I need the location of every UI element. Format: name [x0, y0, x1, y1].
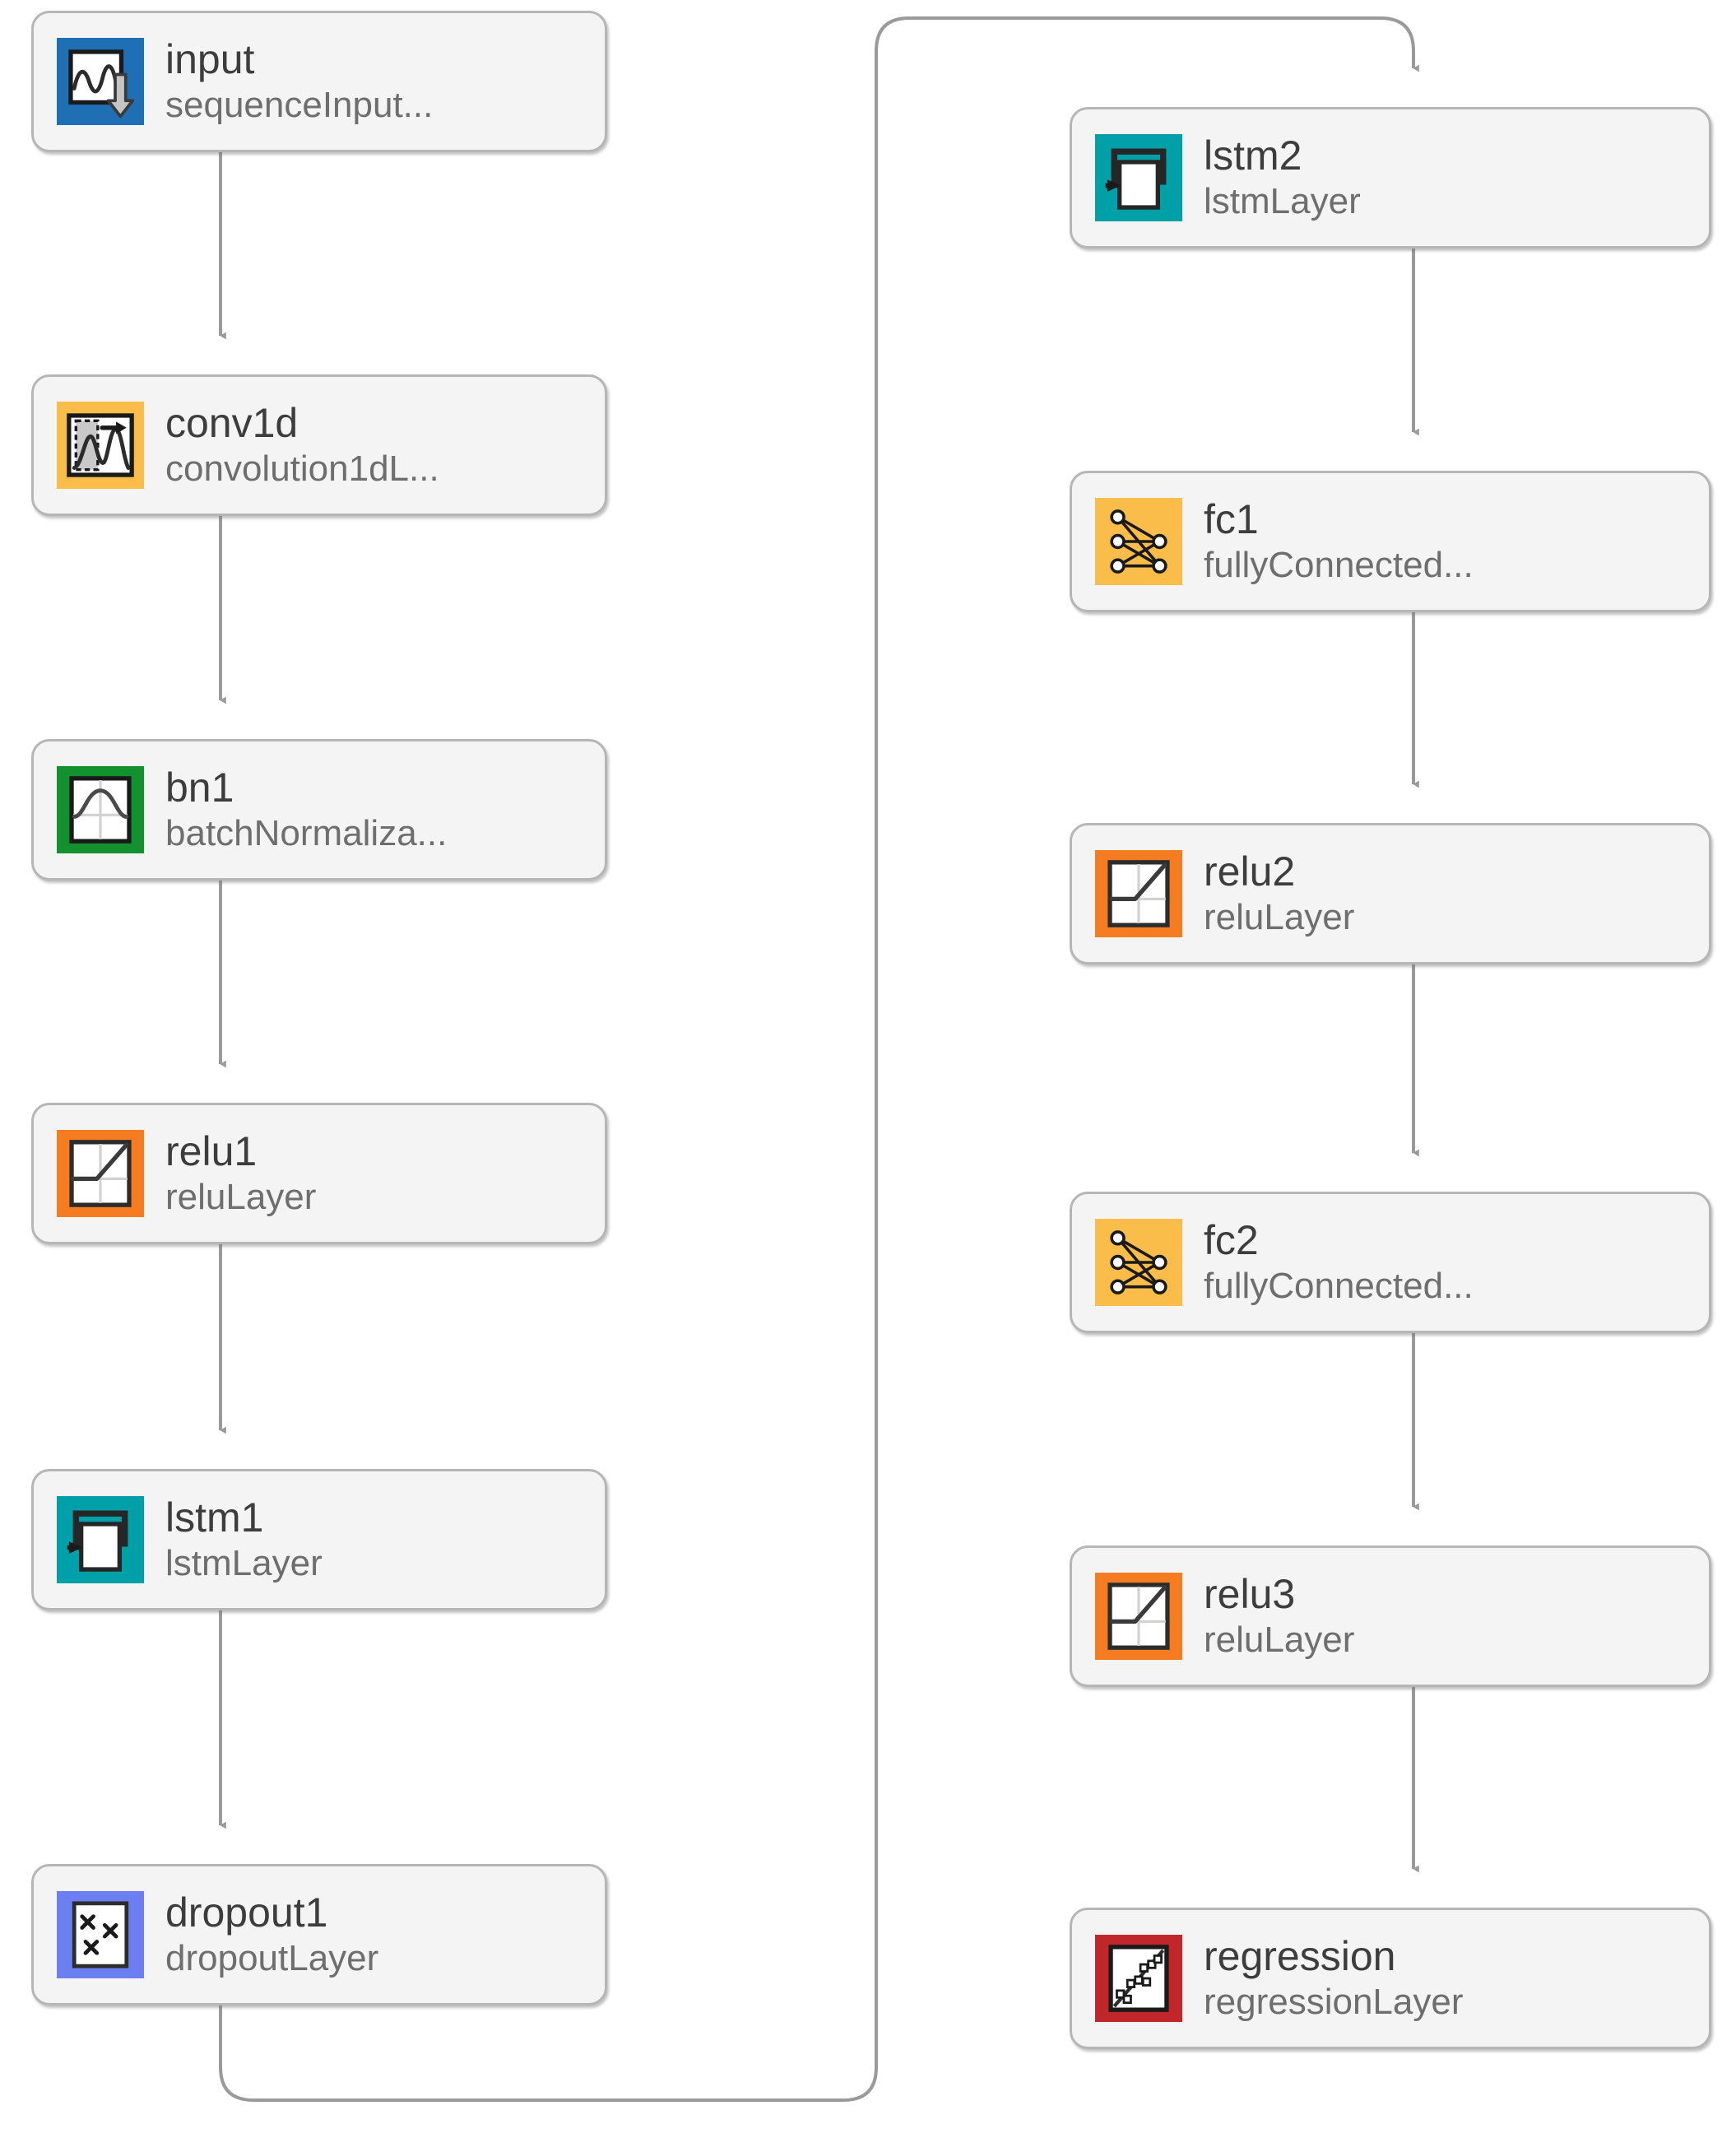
layer-node-fc1[interactable]: fc1 fullyConnected...	[1070, 471, 1711, 612]
node-title: dropout1	[165, 1890, 328, 1936]
node-subtitle: dropoutLayer	[165, 1938, 379, 1979]
fully-connected-icon	[1095, 498, 1182, 585]
node-text: bn1 batchNormaliza...	[165, 765, 447, 853]
regression-icon	[1095, 1935, 1182, 2022]
layer-node-relu2[interactable]: relu2 reluLayer	[1070, 823, 1711, 964]
node-title: lstm1	[165, 1495, 264, 1541]
edge-dropout1-lstm2	[219, 16, 1419, 2102]
node-title: relu1	[165, 1129, 258, 1175]
sequence-input-icon	[57, 38, 144, 125]
node-subtitle: batchNormaliza...	[165, 813, 448, 854]
layer-node-fc2[interactable]: fc2 fullyConnected...	[1070, 1192, 1711, 1333]
node-text: lstm2 lstmLayer	[1204, 133, 1361, 221]
node-text: relu2 reluLayer	[1204, 849, 1354, 937]
dropout-icon	[57, 1891, 144, 1978]
node-text: input sequenceInput...	[165, 37, 433, 125]
node-text: fc2 fullyConnected...	[1204, 1218, 1474, 1306]
node-subtitle: regressionLayer	[1204, 1982, 1464, 2023]
batch-normalization-icon	[57, 766, 144, 853]
layer-node-relu3[interactable]: relu3 reluLayer	[1070, 1545, 1711, 1687]
relu-icon	[57, 1130, 144, 1217]
node-subtitle: fullyConnected...	[1204, 545, 1474, 586]
node-subtitle: convolution1dL...	[165, 449, 439, 490]
fully-connected-icon	[1095, 1219, 1182, 1306]
node-title: relu2	[1204, 849, 1296, 895]
node-title: input	[165, 37, 255, 83]
layer-node-regression[interactable]: regression regressionLayer	[1070, 1908, 1711, 2049]
node-text: dropout1 dropoutLayer	[165, 1890, 378, 1978]
node-title: regression	[1204, 1934, 1396, 1980]
layer-node-relu1[interactable]: relu1 reluLayer	[31, 1103, 607, 1244]
node-subtitle: fullyConnected...	[1204, 1266, 1474, 1307]
layer-node-lstm1[interactable]: lstm1 lstmLayer	[31, 1469, 607, 1610]
node-title: lstm2	[1204, 133, 1302, 179]
node-subtitle: sequenceInput...	[165, 85, 434, 126]
node-title: fc2	[1204, 1218, 1259, 1264]
node-subtitle: reluLayer	[1204, 1620, 1355, 1661]
node-title: bn1	[165, 765, 234, 811]
node-subtitle: lstmLayer	[165, 1543, 323, 1584]
layer-node-bn1[interactable]: bn1 batchNormaliza...	[31, 739, 607, 881]
node-title: conv1d	[165, 401, 299, 447]
layer-node-input[interactable]: input sequenceInput...	[31, 11, 607, 152]
node-text: relu3 reluLayer	[1204, 1572, 1354, 1660]
layer-node-conv1d[interactable]: conv1d convolution1dL...	[31, 374, 607, 516]
relu-icon	[1095, 1573, 1182, 1660]
node-title: relu3	[1204, 1572, 1296, 1618]
node-text: conv1d convolution1dL...	[165, 401, 439, 489]
node-text: fc1 fullyConnected...	[1204, 497, 1474, 585]
lstm-icon	[57, 1496, 144, 1583]
layer-node-lstm2[interactable]: lstm2 lstmLayer	[1070, 107, 1711, 249]
relu-icon	[1095, 850, 1182, 937]
node-title: fc1	[1204, 497, 1259, 543]
node-text: regression regressionLayer	[1204, 1934, 1464, 2022]
node-subtitle: lstmLayer	[1204, 181, 1361, 222]
node-text: relu1 reluLayer	[165, 1129, 316, 1217]
node-subtitle: reluLayer	[165, 1177, 317, 1218]
node-subtitle: reluLayer	[1204, 897, 1355, 938]
node-text: lstm1 lstmLayer	[165, 1495, 323, 1583]
lstm-icon	[1095, 134, 1182, 221]
convolution1d-icon	[57, 402, 144, 489]
layer-node-dropout1[interactable]: dropout1 dropoutLayer	[31, 1864, 607, 2006]
